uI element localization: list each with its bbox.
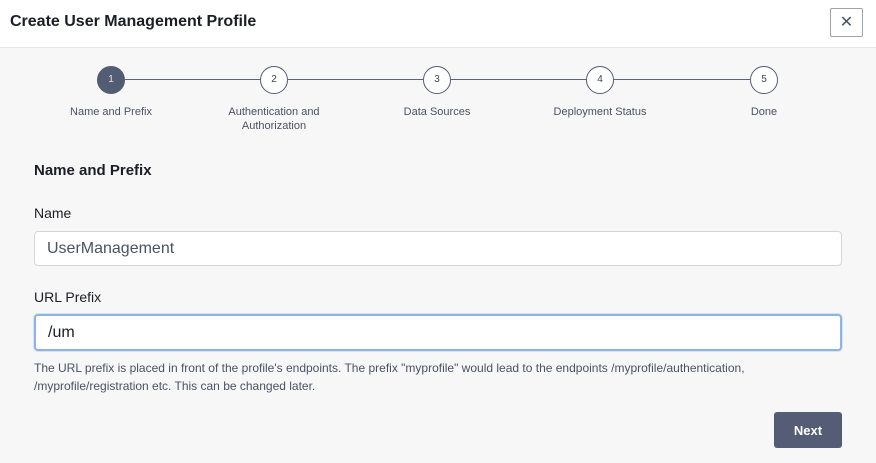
step-connector <box>288 79 423 80</box>
name-input[interactable] <box>34 231 842 266</box>
dialog-header: Create User Management Profile ✕ <box>0 0 876 48</box>
step-3-indicator: 3 <box>423 66 451 94</box>
step-connector <box>614 79 750 80</box>
step-5-label: Done <box>750 106 778 118</box>
step-connector <box>125 79 260 80</box>
url-prefix-label: URL Prefix <box>34 289 102 305</box>
url-prefix-input[interactable] <box>34 314 842 351</box>
step-connector <box>451 79 586 80</box>
close-button[interactable]: ✕ <box>830 8 863 37</box>
step-1-label: Name and Prefix <box>70 106 152 118</box>
section-title: Name and Prefix <box>34 162 152 179</box>
next-button[interactable]: Next <box>774 412 842 448</box>
name-label: Name <box>34 205 72 221</box>
url-prefix-help-text: The URL prefix is placed in front of the… <box>34 361 745 393</box>
step-3-label: Data Sources <box>403 106 471 118</box>
step-4-indicator: 4 <box>586 66 614 94</box>
step-2-indicator: 2 <box>260 66 288 94</box>
step-1-indicator: 1 <box>97 66 125 94</box>
step-4-label: Deployment Status <box>553 106 647 118</box>
dialog-title: Create User Management Profile <box>10 13 257 30</box>
step-5-indicator: 5 <box>750 66 778 94</box>
close-icon: ✕ <box>839 14 854 31</box>
step-2-label: Authentication and Authorization <box>228 106 320 132</box>
